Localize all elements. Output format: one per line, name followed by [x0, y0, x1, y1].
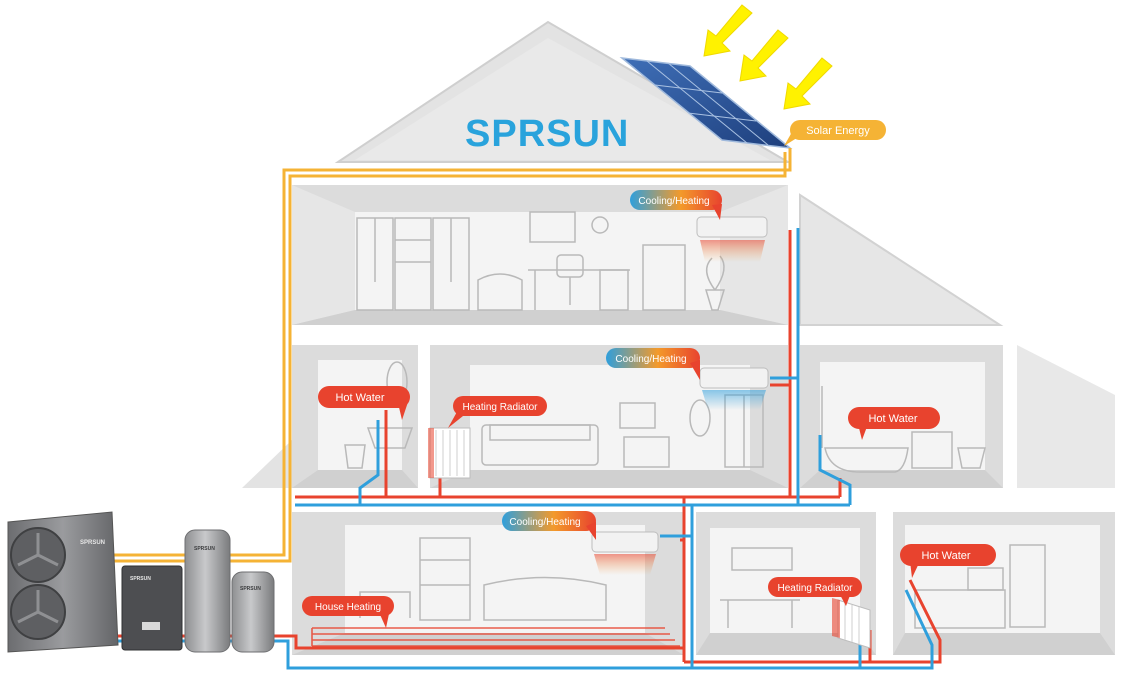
hot-water-tank-large: SPRSUN	[184, 529, 231, 653]
callout-cooling-heating-middle: Cooling/Heating	[606, 348, 700, 380]
tank-large-brand: SPRSUN	[194, 546, 215, 552]
room-middle-left-bath	[292, 345, 418, 488]
callout-cooling-heating-top-label: Cooling/Heating	[638, 196, 709, 207]
callout-cooling-heating-middle-label: Cooling/Heating	[615, 354, 686, 365]
controller-brand: SPRSUN	[130, 576, 151, 582]
callout-hot-water-right-label: Hot Water	[868, 413, 917, 425]
callout-solar-energy: Solar Energy	[784, 120, 886, 146]
callout-cooling-heating-top: Cooling/Heating	[630, 190, 722, 220]
ac-unit-ground	[591, 531, 659, 575]
callout-hot-water-left-label: Hot Water	[335, 392, 384, 404]
callout-hot-water-kitchen: Hot Water	[900, 544, 996, 578]
sun-arrows	[703, 4, 833, 110]
ac-unit-middle	[699, 367, 769, 410]
radiator-middle	[428, 427, 471, 479]
callout-cooling-heating-ground: Cooling/Heating	[502, 511, 596, 540]
callout-heating-radiator-middle: Heating Radiator	[448, 396, 547, 428]
heat-pump-outdoor-unit: SPRSUN	[7, 511, 119, 653]
callout-house-heating: House Heating	[302, 596, 394, 628]
brand-logo: SPRSUN	[465, 113, 629, 155]
tank-small-brand: SPRSUN	[240, 586, 261, 592]
house-shell	[242, 20, 1115, 488]
callout-house-heating-label: House Heating	[315, 602, 381, 613]
hot-water-tank-small: SPRSUN	[231, 571, 275, 653]
callout-cooling-heating-ground-label: Cooling/Heating	[509, 517, 580, 528]
callout-heating-radiator-middle-label: Heating Radiator	[462, 402, 538, 413]
callout-hot-water-kitchen-label: Hot Water	[921, 550, 970, 562]
callout-hot-water-left: Hot Water	[318, 386, 410, 420]
callout-heating-radiator-ground: Heating Radiator	[768, 577, 862, 606]
ac-unit-top	[696, 216, 768, 262]
outdoor-unit-brand: SPRSUN	[80, 540, 105, 546]
underfloor-heating-coil	[311, 627, 680, 647]
radiator-ground	[832, 598, 871, 649]
callout-solar-energy-label: Solar Energy	[806, 125, 870, 137]
furniture-line-art	[344, 211, 1046, 629]
callout-hot-water-right: Hot Water	[848, 407, 940, 440]
indoor-controller-unit: SPRSUN	[121, 565, 183, 651]
callout-heating-radiator-ground-label: Heating Radiator	[777, 583, 853, 594]
